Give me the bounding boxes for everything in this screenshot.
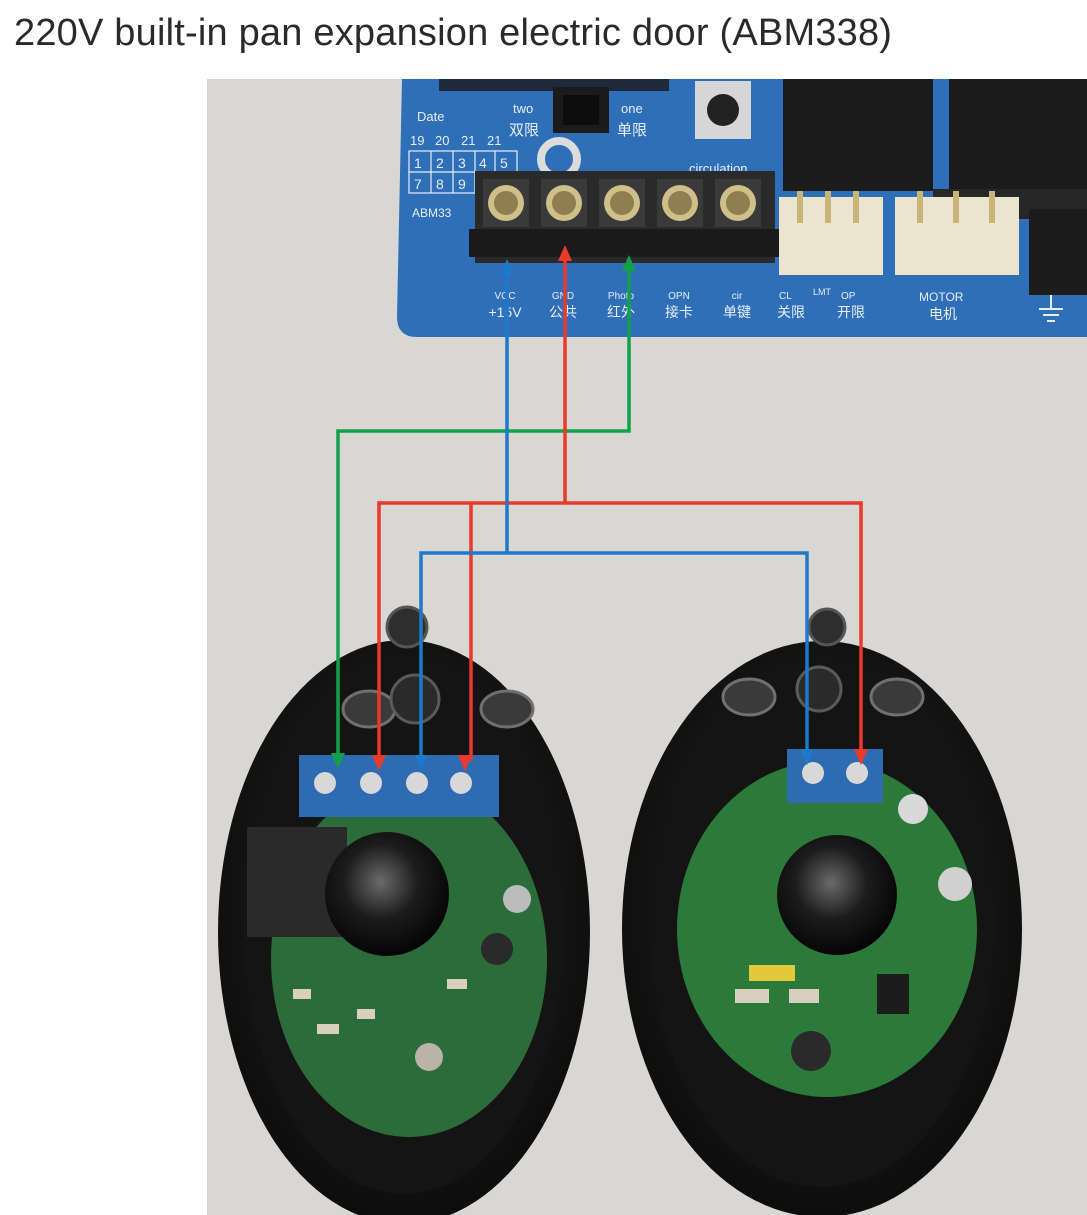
- terminal-screw: [541, 179, 587, 227]
- terminal-label: VCC: [494, 291, 515, 302]
- transmitter-lens: [777, 835, 897, 955]
- terminal-screw: [599, 179, 645, 227]
- terminal-label: cir: [732, 291, 743, 302]
- power-wire-arrow: [414, 755, 428, 771]
- grid-number: 7: [414, 176, 422, 192]
- grid-number: 3: [458, 155, 466, 171]
- limit-connector: [779, 191, 883, 275]
- grid-number: 8: [436, 176, 444, 192]
- board-terminal-block: [469, 171, 781, 263]
- power-wire: [419, 269, 809, 761]
- motor-label: MOTOR: [919, 290, 964, 304]
- relay: [783, 79, 933, 191]
- terminal-cn-label: 公共: [549, 304, 577, 320]
- receiver-terminal-block: [299, 755, 499, 817]
- motor-cn-label: 电机: [929, 306, 957, 322]
- terminal-cn-label: 红外: [607, 304, 635, 320]
- controller-board: Date two 双限 one 单限 circulation 19 20 21 …: [397, 79, 1087, 337]
- ground-symbol: [1039, 295, 1063, 322]
- relay: [949, 79, 1087, 191]
- limit-one-label: one: [621, 101, 643, 116]
- terminal-screw: [483, 179, 529, 227]
- ground-wire-arrow: [854, 749, 868, 765]
- terminal-label: Photo: [608, 291, 635, 302]
- limit-cl-label: CL: [779, 291, 792, 302]
- date-label: Date: [417, 109, 444, 124]
- wiring-photo: Date two 双限 one 单限 circulation 19 20 21 …: [207, 79, 1087, 1215]
- grid-number: 1: [414, 155, 422, 171]
- power-wire-arrow: [500, 259, 514, 275]
- limit-one-cn-label: 单限: [617, 122, 647, 139]
- limit-two-label: two: [513, 101, 533, 116]
- grid-number: 4: [479, 155, 487, 171]
- signal-wire-arrow: [622, 255, 636, 271]
- terminal-screw: [715, 179, 761, 227]
- ground-wire-arrow: [372, 755, 386, 771]
- date-number: 21: [487, 133, 501, 148]
- limit-two-cn-label: 双限: [509, 122, 539, 139]
- date-number: 19: [410, 133, 424, 148]
- terminal-cn-label: 单键: [723, 304, 751, 320]
- terminal-label: GND: [552, 291, 574, 302]
- transmitter-terminal-block: [787, 749, 883, 803]
- ground-wire-arrow: [458, 755, 472, 771]
- motor-connector: [895, 191, 1019, 275]
- limit-op-cn-label: 开限: [837, 304, 865, 320]
- ground-wire: [377, 255, 863, 761]
- receiver-sensor: [218, 605, 590, 1215]
- date-number: 20: [435, 133, 449, 148]
- board-header-dark: [439, 79, 669, 91]
- page-title: 220V built-in pan expansion electric doo…: [14, 12, 893, 54]
- grid-number: 2: [436, 155, 444, 171]
- transmitter-sensor: [622, 607, 1022, 1215]
- grid-number: 9: [458, 176, 466, 192]
- terminal-cn-label: 接卡: [665, 304, 693, 320]
- limit-cl-cn-label: 关限: [777, 304, 805, 320]
- terminal-screw: [657, 179, 703, 227]
- ground-wire-arrow: [558, 245, 572, 261]
- limit-op-label: OP: [841, 291, 856, 302]
- grid-number: 5: [500, 155, 508, 171]
- board-model: ABM33: [412, 206, 452, 220]
- terminal-label: OPN: [668, 291, 690, 302]
- capacitor: [1029, 209, 1087, 295]
- limit-lmt-label: LMT: [813, 287, 832, 297]
- receiver-lens: [325, 832, 449, 956]
- power-wire-arrow: [800, 749, 814, 765]
- date-number: 21: [461, 133, 475, 148]
- signal-wire: [336, 265, 631, 755]
- signal-wire-arrow: [331, 753, 345, 769]
